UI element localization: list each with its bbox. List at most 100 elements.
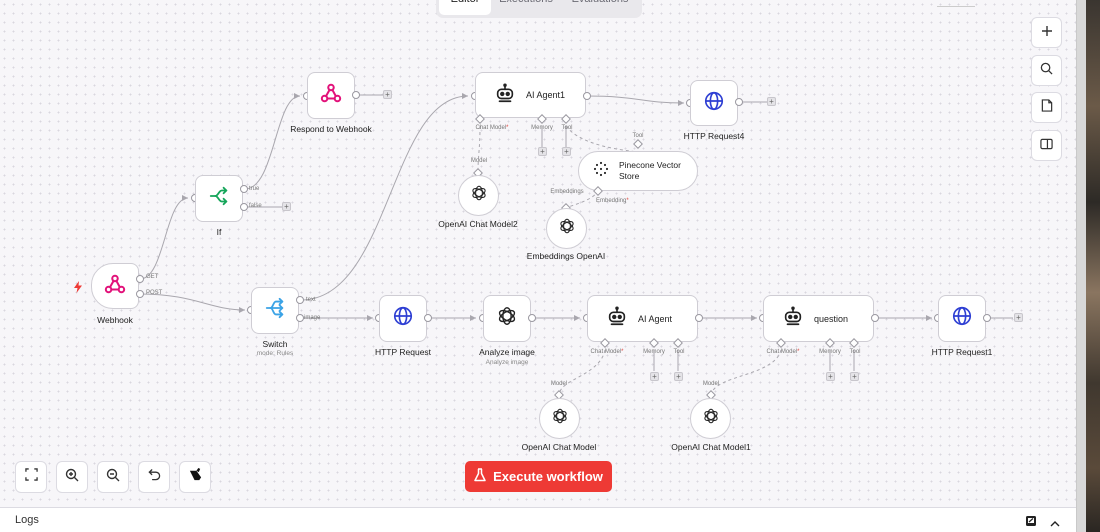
search-icon	[1040, 62, 1053, 80]
node-ai-agent1[interactable]: AI Agent1	[475, 72, 586, 118]
popout-icon[interactable]	[1025, 514, 1037, 532]
workflow-canvas[interactable]: Editor Executions Evaluations Webhook GE…	[0, 0, 1076, 507]
robot-icon	[782, 305, 804, 332]
port-label-model: Model	[470, 158, 488, 164]
port-label-tool: Tool	[673, 349, 685, 355]
webhook-icon	[320, 82, 342, 109]
undo-icon	[147, 468, 161, 486]
node-webhook[interactable]	[91, 263, 139, 309]
node-if[interactable]	[195, 175, 243, 222]
clear-execution-button[interactable]	[179, 461, 211, 493]
globe-icon	[703, 90, 725, 117]
node-analyze-image[interactable]	[483, 295, 531, 342]
tab-evaluations[interactable]: Evaluations	[561, 0, 639, 15]
node-analyze-image-label: Analyze image	[479, 347, 535, 357]
node-embeddings-openai[interactable]	[546, 208, 587, 249]
output-port[interactable]	[528, 314, 536, 322]
window-scrollbar[interactable]	[1076, 0, 1086, 532]
divider	[937, 6, 975, 7]
port-label-embeddings: Embeddings	[550, 189, 584, 195]
port-label-chat-model: Chat Model*	[766, 349, 800, 355]
node-pinecone-vector-store[interactable]: Pinecone Vector Store	[578, 151, 698, 191]
port-label-memory: Memory	[819, 349, 841, 355]
openai-icon	[558, 217, 576, 240]
tab-editor[interactable]: Editor	[439, 0, 491, 15]
add-node-panel-button[interactable]	[1031, 17, 1062, 48]
output-port[interactable]	[983, 314, 991, 322]
output-port[interactable]	[352, 91, 360, 99]
add-memory-button[interactable]: +	[650, 372, 659, 381]
output-port[interactable]	[871, 314, 879, 322]
node-http-request[interactable]	[379, 295, 427, 342]
node-http-request4[interactable]	[690, 80, 738, 126]
node-openai-chat-model1[interactable]	[690, 398, 731, 439]
add-tool-button[interactable]: +	[674, 372, 683, 381]
node-openai-chat-model[interactable]	[539, 398, 580, 439]
node-ai-agent-title: AI Agent	[638, 313, 673, 324]
view-tabs: Editor Executions Evaluations	[436, 0, 642, 18]
webhook-icon	[104, 273, 126, 300]
output-port[interactable]	[735, 98, 743, 106]
connection-lines	[139, 93, 1013, 394]
add-tool-button[interactable]: +	[562, 147, 571, 156]
output-port[interactable]	[424, 314, 432, 322]
undo-button[interactable]	[138, 461, 170, 493]
node-ai-agent[interactable]: AI Agent	[587, 295, 698, 342]
node-ai-agent1-title: AI Agent1	[526, 90, 566, 100]
port-label-memory: Memory	[531, 125, 553, 131]
output-port[interactable]	[583, 92, 591, 100]
chevron-up-icon[interactable]	[1050, 514, 1060, 532]
port-label-tool: Tool	[632, 133, 644, 139]
port-label-image: image	[304, 315, 321, 321]
add-memory-button[interactable]: +	[826, 372, 835, 381]
output-port[interactable]	[240, 203, 248, 211]
zoom-in-button[interactable]	[56, 461, 88, 493]
node-openai-chat-model2-label: OpenAI Chat Model2	[438, 219, 518, 229]
add-node-button[interactable]: +	[767, 97, 776, 106]
port-label-model: Model	[550, 381, 568, 387]
node-respond-to-webhook[interactable]	[307, 72, 355, 119]
globe-icon	[392, 305, 414, 332]
search-nodes-button[interactable]	[1031, 55, 1062, 86]
output-port[interactable]	[240, 185, 248, 193]
execute-workflow-button[interactable]: Execute workflow	[465, 461, 612, 492]
port-label-false: false	[249, 203, 262, 209]
output-port[interactable]	[296, 314, 304, 322]
zoom-out-button[interactable]	[97, 461, 129, 493]
add-node-button[interactable]: +	[383, 90, 392, 99]
output-port[interactable]	[695, 314, 703, 322]
fit-view-button[interactable]	[15, 461, 47, 493]
node-respond-label: Respond to Webhook	[290, 124, 372, 134]
fit-view-icon	[24, 468, 38, 486]
tab-executions[interactable]: Executions	[491, 0, 561, 15]
node-http-request1[interactable]	[938, 295, 986, 342]
node-question[interactable]: question	[763, 295, 874, 342]
node-http-request4-label: HTTP Request4	[683, 131, 745, 141]
add-tool-button[interactable]: +	[850, 372, 859, 381]
add-node-button[interactable]: +	[282, 202, 291, 211]
node-switch[interactable]	[251, 287, 299, 334]
node-http-request1-label: HTTP Request1	[931, 347, 993, 357]
if-icon	[208, 185, 230, 212]
node-webhook-label: Webhook	[97, 315, 133, 325]
output-port[interactable]	[136, 290, 144, 298]
node-analyze-image-subtitle: Analyze image	[485, 359, 529, 366]
toggle-panel-button[interactable]	[1031, 130, 1062, 161]
port-label-get: GET	[146, 274, 159, 280]
panel-icon	[1040, 137, 1053, 155]
node-embeddings-openai-label: Embeddings OpenAI	[526, 251, 606, 261]
output-port[interactable]	[136, 275, 144, 283]
port-label-chat-model: Chat Model*	[475, 125, 509, 131]
add-memory-button[interactable]: +	[538, 147, 547, 156]
robot-icon	[494, 82, 516, 109]
eraser-icon	[188, 467, 203, 487]
port-label-tool: Tool	[561, 125, 573, 131]
node-http-request-label: HTTP Request	[374, 347, 432, 357]
logs-panel-bar[interactable]: Logs	[0, 507, 1076, 532]
add-sticky-note-button[interactable]	[1031, 92, 1062, 123]
node-openai-chat-model2[interactable]	[458, 175, 499, 216]
trigger-lightning-icon	[73, 280, 83, 298]
add-node-button[interactable]: +	[1014, 313, 1023, 322]
output-port[interactable]	[296, 296, 304, 304]
zoom-out-icon	[106, 468, 120, 487]
